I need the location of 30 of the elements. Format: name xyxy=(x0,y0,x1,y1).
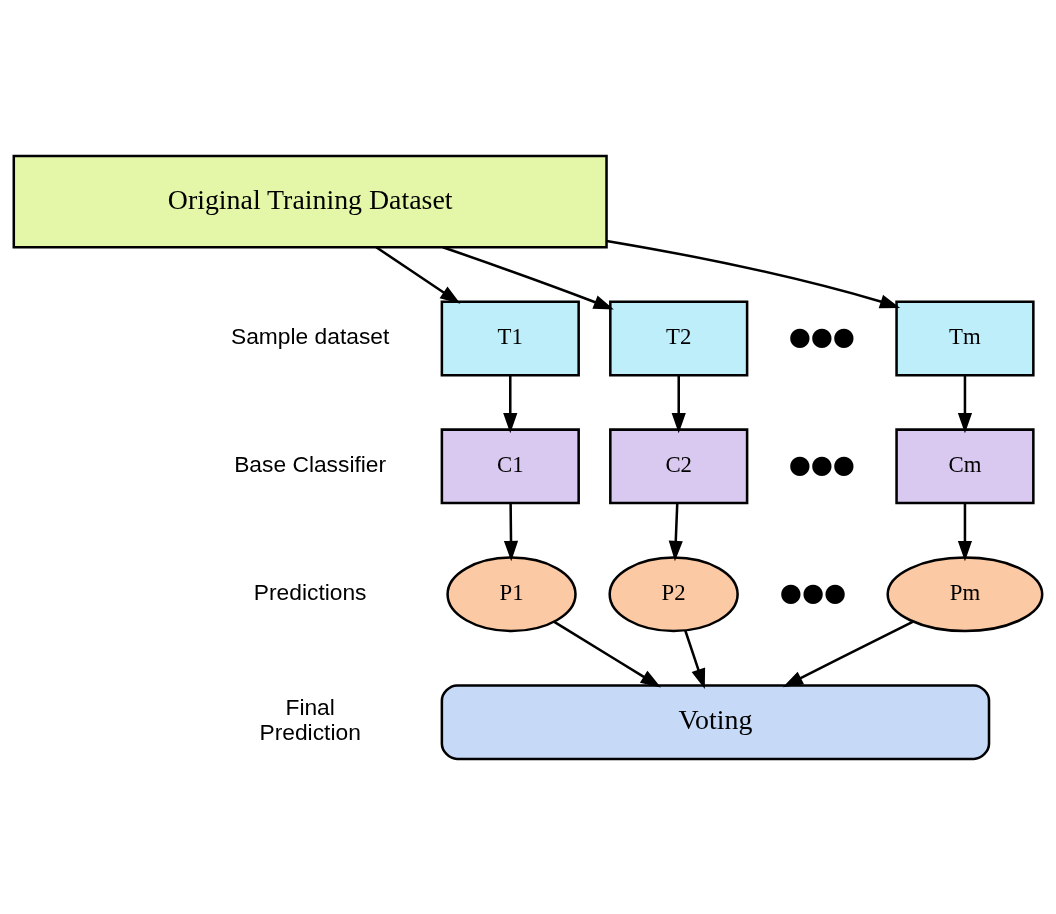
arrow xyxy=(553,620,661,687)
node-box: T2 xyxy=(609,299,749,376)
arrow xyxy=(668,502,683,561)
node-box: C2 xyxy=(609,427,749,504)
arrow xyxy=(671,374,686,433)
arrow xyxy=(503,502,519,561)
label: ●●● xyxy=(788,320,855,351)
arrow xyxy=(782,620,914,687)
arrow xyxy=(375,245,461,304)
label: Predictions xyxy=(253,578,367,605)
arrow xyxy=(957,374,973,433)
node-box: Tm xyxy=(895,299,1035,376)
node-box: Original Training Dataset xyxy=(12,154,608,249)
label: ●●● xyxy=(788,448,855,479)
node-ellipse: P2 xyxy=(608,555,739,632)
node-box: Voting xyxy=(440,683,991,760)
label: Final Prediction xyxy=(259,693,361,745)
label: Sample dataset xyxy=(231,322,390,349)
label: Base Classifier xyxy=(234,450,387,477)
arrow xyxy=(957,502,973,561)
label: ●●● xyxy=(779,576,847,607)
node-box: T1 xyxy=(440,299,580,376)
arrow xyxy=(684,629,706,689)
arrow xyxy=(442,245,614,310)
arrow xyxy=(503,374,518,433)
node-ellipse: Pm xyxy=(886,555,1044,632)
node-box: Cm xyxy=(895,427,1035,504)
arrow xyxy=(606,239,901,308)
node-box: C1 xyxy=(440,427,580,504)
node-ellipse: P1 xyxy=(446,555,577,632)
